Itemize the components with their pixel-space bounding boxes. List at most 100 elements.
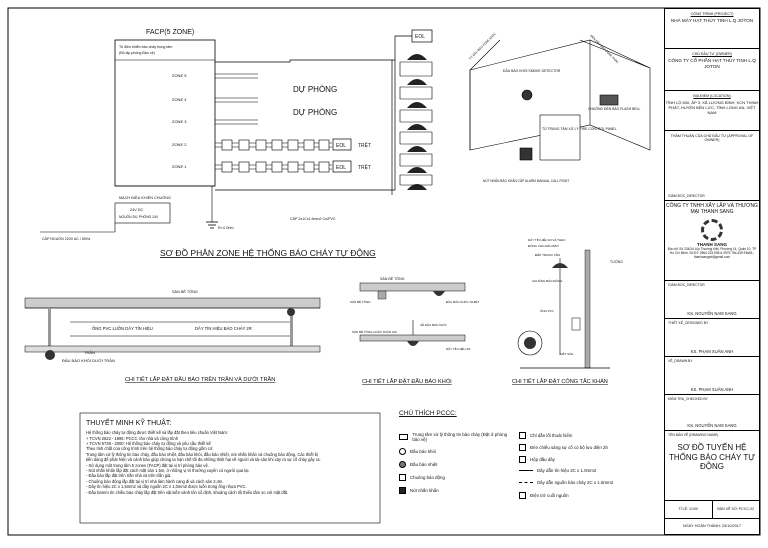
zone-1-eol-label: EOL	[336, 165, 346, 171]
callout-from-zone: TỪ ĐẦU BÁO ZONE KHÁC	[467, 30, 497, 60]
facp-header-2: (Bộ lập phòng Bảo vệ)	[119, 51, 155, 55]
zone-5-reserve: DỰ PHÒNG	[293, 85, 337, 94]
room-diagram	[469, 39, 651, 161]
detail-1-wire: DÂY TÍN HIỆU BÁO CHÁY 2R	[195, 326, 252, 331]
note-line: - Đầu báo lắp đặt trên trần nhà và trên …	[86, 473, 172, 479]
legend-item: Chuông báo động	[399, 474, 445, 481]
manual-call-icon	[399, 487, 406, 494]
legend-item: Chỉ dẫn lối thoát hiểm	[519, 432, 572, 439]
legend-item: Đèn chiếu sáng sự cố có bộ lưu điện 2h	[519, 444, 608, 451]
detail-3-bell: CHUÔNG BÁO ĐỘNG	[532, 278, 563, 283]
zone-5-label: ZONE 5	[172, 73, 187, 78]
designer-cell: THIẾT KẾ_DESIGNED BY KS. PHẠM XUÂN ANH	[665, 319, 759, 357]
location-text: TỈNH LỘ 830, ẤP 3, XÃ LƯƠNG BÌNH, KCN TH…	[665, 100, 759, 116]
legend-item: Đầu báo khói	[399, 448, 436, 455]
detail-2-slab: SÀN BÊ TÔNG	[380, 276, 405, 281]
drawing-name-cell: TÊN BẢN VẼ (DRAWING NAME) SƠ ĐỒ TUYẾN HỆ…	[665, 431, 759, 501]
callout-bell: CHUÔNG ĐÈN BÁO FLASH BELL	[588, 106, 640, 111]
battery-box	[114, 202, 171, 224]
detail-2-title: CHI TIẾT LẮP ĐẶT ĐẦU BÁO KHÓI	[362, 377, 452, 385]
cable-label: CÁP 2x1Cx1.5mm2 Cu/PVC	[290, 217, 336, 221]
date-cell: NGÀY HOÀN THÀNH: 23/10/2017	[683, 524, 741, 528]
zone-2-eol-label: EOL	[336, 143, 346, 149]
zone-2-devices	[221, 139, 330, 151]
detail-3-pipe: ỐNG PVC	[540, 308, 555, 313]
dc-label-1: 24V DC	[130, 208, 144, 212]
panel-icon	[399, 434, 409, 440]
owner-cell: CHỦ ĐẦU TƯ (OWNER) CÔNG TY CỔ PHẦN HẠT T…	[665, 49, 759, 91]
power-wire-icon	[519, 482, 533, 483]
drawing-name: SƠ ĐỒ TUYẾN HỆ THỐNG BÁO CHÁY TỰ ĐỘNG	[668, 443, 756, 472]
contractor-name: CÔNG TY TNHH XÂY LẮP VÀ THƯƠNG MẠI THANH…	[666, 203, 758, 216]
scale-text: TỈ LỆ: 1/100	[665, 501, 713, 518]
detail-3-title: CHI TIẾT LẮP ĐẶT CÔNG TẮC KHẨN	[512, 377, 608, 385]
notes-box	[79, 412, 381, 524]
legend: CHÚ THÍCH PCCC: Trung tâm xử lý thông ti…	[399, 410, 649, 499]
note-line: + TCVN 5738 - 2000: Hệ thống báo cháy tự…	[86, 441, 211, 447]
checker-cell: KIỂM TRA_CHECKED BY KS. NGUYỄN NAM SANG	[665, 395, 759, 431]
zone-2-label: ZONE 2	[172, 142, 187, 147]
callout-to-zone: ĐẾN ĐẦU BÁO ZONE KHÁC	[589, 33, 621, 65]
title-block: CÔNG TRÌNH (PROJECT) NHÀ MÁY HẠT THỦY TI…	[664, 8, 760, 535]
exit-sign-icon	[519, 432, 526, 439]
detail-3-line-1: DÂY TÍN HIỆU ĐI VÀ THEO	[528, 237, 566, 242]
project-cell: CÔNG TRÌNH (PROJECT) NHÀ MÁY HẠT THỦY TI…	[665, 9, 759, 49]
smoke-detector-icon	[399, 448, 406, 455]
detail-1-pipe: ỐNG PVC LUỒN DÂY TÍN HIỆU	[92, 326, 153, 331]
detail-1-ceiling: TRẦN	[84, 350, 95, 355]
legend-item: Điện trở cuối nguồn	[519, 492, 569, 499]
note-line: Hệ thống báo cháy tự động được thiết kế …	[86, 430, 228, 436]
emergency-light-icon	[519, 444, 526, 451]
callout-panel: TỦ TRUNG TÂM XỬ LÝ FIRE CONTROL PANEL	[542, 126, 617, 131]
signal-wire-icon	[519, 470, 533, 471]
drawer-cell: VẼ_DRAWN BY KS. PHẠM XUÂN ANH	[665, 357, 759, 395]
note-line: Trung tâm xử lý thông tin báo cháy, đầu …	[86, 451, 318, 457]
technical-notes: THUYẾT MINH KỸ THUẬT: Hệ thống báo cháy …	[86, 419, 376, 495]
detail-2-drawing	[359, 282, 466, 346]
detail-2-to-detector: VỀ ĐẦU BÁO KHÓI	[420, 322, 447, 327]
note-line: + TCVN 2622 - 1995: PCCC cho nhà và công…	[86, 435, 178, 441]
riser-detectors: EOL	[399, 29, 433, 190]
main-title: SƠ ĐỒ PHÂN ZONE HỆ THỐNG BÁO CHÁY TỰ ĐỘN…	[160, 247, 376, 258]
drawer-name: KS. PHẠM XUÂN ANH	[690, 386, 734, 392]
detail-3-drawing	[517, 249, 610, 369]
designer-name: KS. PHẠM XUÂN ANH	[690, 348, 734, 354]
svg-text:EOL: EOL	[415, 34, 425, 40]
detail-2-ceiling-box: SÀN BÊ TÔNG HOẶC TRẦN GIẢ	[352, 329, 397, 334]
zone-4-label: ZONE 4	[172, 97, 187, 102]
dc-label-2: NGUỒN DỰ PHÒNG 24V	[119, 214, 159, 219]
bell-icon	[399, 474, 406, 481]
ground-label: R<4 Ohm	[218, 226, 233, 230]
contractor-info: Địa chỉ: Số 234/34 Lũy Thường Kiệt, Phườ…	[667, 247, 757, 260]
note-line: - Đầu barem tín chiều báo cháy lắp đặt t…	[86, 489, 289, 495]
legend-item: Đầu báo nhiệt	[399, 461, 437, 468]
control-circuit-label: MẠCH ĐIỀU KHIỂN CHUÔNG	[119, 195, 171, 200]
note-line: - Chuông báo động lắp đặt tại vị trí nhà…	[86, 478, 224, 484]
eol-resistor-icon	[519, 492, 526, 499]
scale-sheet-cell: TỈ LỆ: 1/100 BẢN VẼ SỐ: PCCC-02	[665, 501, 759, 519]
power-label: CẤP NGUỒN 220V AC / 50Hz	[42, 236, 90, 241]
location-cell: ĐỊA ĐIỂM (LOCATION) TỈNH LỘ 830, ẤP 3, X…	[665, 91, 759, 131]
project-name: NHÀ MÁY HẠT THỦY TINH L.Q JOTON	[670, 18, 754, 24]
sheet-number: BẢN VẼ SỐ: PCCC-02	[717, 507, 755, 511]
legend-item: Dây dẫn nguồn báo cháy 2C x 1.5mm2	[519, 480, 613, 485]
detail-2-signal: DÂY TÍN HIỆU 2R	[446, 346, 471, 351]
detail-1-slab: SÀN BÊ TÔNG	[172, 289, 198, 294]
legend-item: Nút nhấn khẩn	[399, 487, 439, 494]
company-logo-icon	[701, 218, 723, 241]
riser-wires	[215, 35, 412, 195]
note-line: - Nút nhấn khẩn lắp đặt cách mặt sàn 1,5…	[86, 467, 250, 473]
detail-3-line-3: ĐẾN TRUNG TÂM	[535, 252, 560, 257]
signer-1: KS. NGUYỄN NAM SANG	[687, 310, 737, 316]
zone-3-reserve: DỰ PHÒNG	[293, 108, 337, 117]
checker-name: KS. NGUYỄN NAM SANG	[687, 422, 737, 428]
note-line: - Sử dụng một trung tâm 5 zones (FACP) đ…	[86, 462, 209, 468]
heat-detector-icon	[399, 461, 406, 468]
detail-1-under: ĐẦU BÁO KHÓI DƯỚI TRẦN	[62, 358, 115, 363]
facp-title: FACP(5 ZONE)	[146, 29, 194, 36]
zone-1-floor: TRỆT	[358, 163, 371, 171]
legend-item: Trung tâm xử lý thông tin báo cháy (Đặt …	[399, 432, 514, 442]
detail-3-floor: MẶT SÀN	[560, 352, 573, 356]
